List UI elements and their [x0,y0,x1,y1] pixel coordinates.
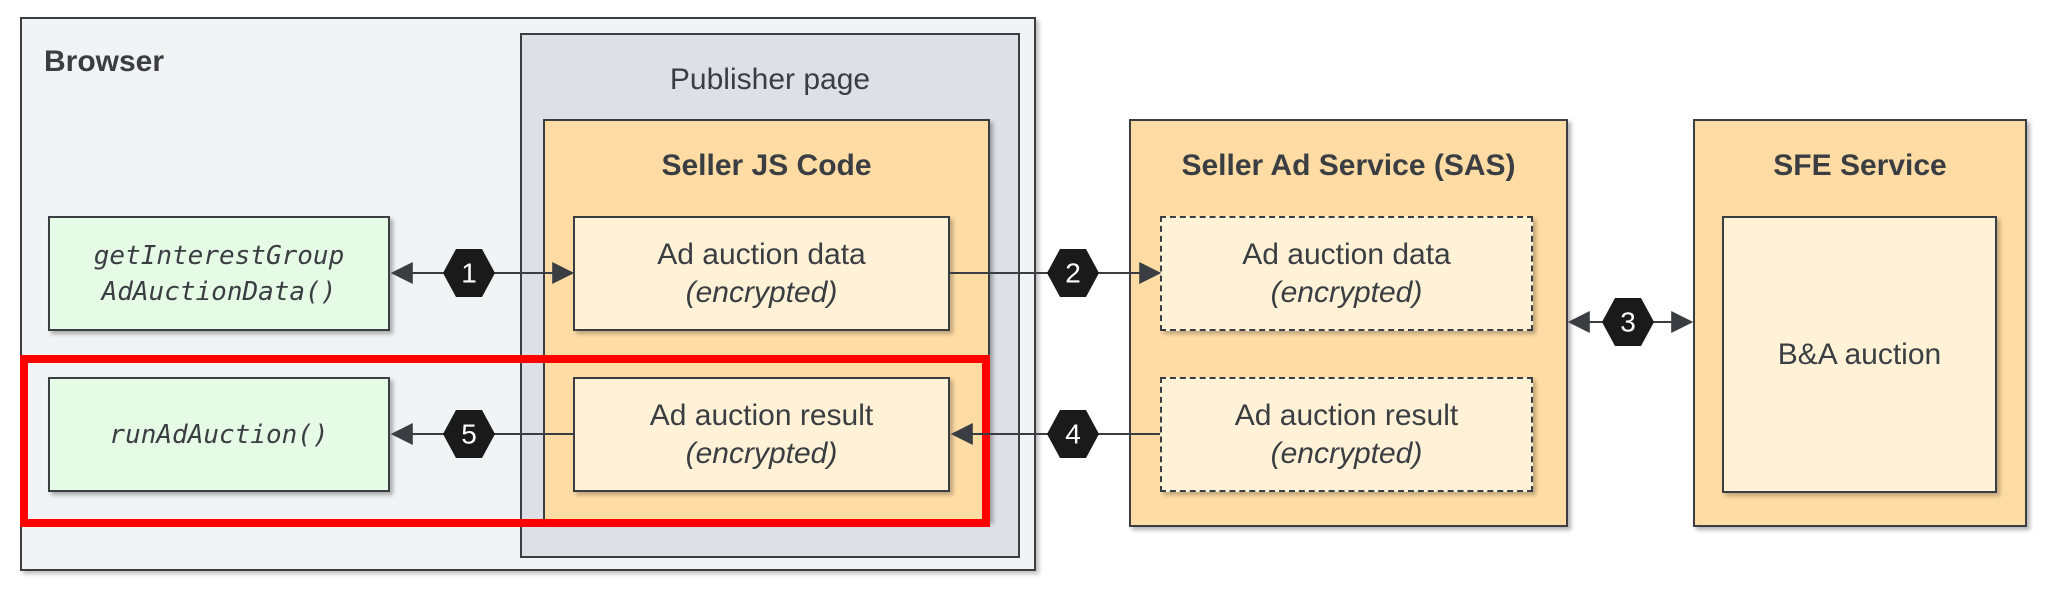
run-ad-auction-box: runAdAuction() [48,377,390,492]
get-data-api-line2: AdAuctionData() [101,276,337,307]
sas-data-label: Ad auction data [1242,237,1451,271]
sas-ad-auction-data-box: Ad auction data (encrypted) [1160,216,1533,331]
seller-js-data-label: Ad auction data [657,237,866,271]
svg-text:3: 3 [1620,307,1636,338]
sas-result-label: Ad auction result [1234,398,1459,432]
sas-ad-auction-result-box: Ad auction result (encrypted) [1160,377,1533,492]
ba-auction-label: B&A auction [1777,337,1942,371]
seller-ad-service-title: Seller Ad Service (SAS) [1181,149,1516,182]
browser-title: Browser [44,45,165,78]
highlight-rectangle [20,355,990,527]
publisher-page-title: Publisher page [669,63,871,96]
get-data-api-line1: getInterestGroup [93,240,345,271]
sas-result-encrypted: (encrypted) [1270,436,1423,470]
seller-js-result-encrypted: (encrypted) [685,436,838,470]
step-badge-1: 1 [443,249,495,297]
step-badge-3: 3 [1602,298,1654,346]
sas-data-encrypted: (encrypted) [1270,275,1423,309]
step-badge-5: 5 [443,410,495,458]
seller-js-data-encrypted: (encrypted) [685,275,838,309]
seller-js-result-label: Ad auction result [649,398,874,432]
svg-text:4: 4 [1065,419,1081,450]
seller-js-ad-auction-result-box: Ad auction result (encrypted) [573,377,950,492]
svg-text:2: 2 [1065,258,1081,289]
ba-auction-box: B&A auction [1722,216,1997,493]
get-interest-group-ad-auction-data-box: getInterestGroup AdAuctionData() [48,216,390,331]
sfe-service-title: SFE Service [1773,149,1947,182]
step-badge-4: 4 [1047,410,1099,458]
step-badge-2: 2 [1047,249,1099,297]
svg-text:1: 1 [461,258,477,289]
run-ad-auction-api: runAdAuction() [109,419,329,450]
svg-text:5: 5 [461,419,477,450]
seller-js-code-title: Seller JS Code [661,149,872,182]
seller-js-ad-auction-data-box: Ad auction data (encrypted) [573,216,950,331]
